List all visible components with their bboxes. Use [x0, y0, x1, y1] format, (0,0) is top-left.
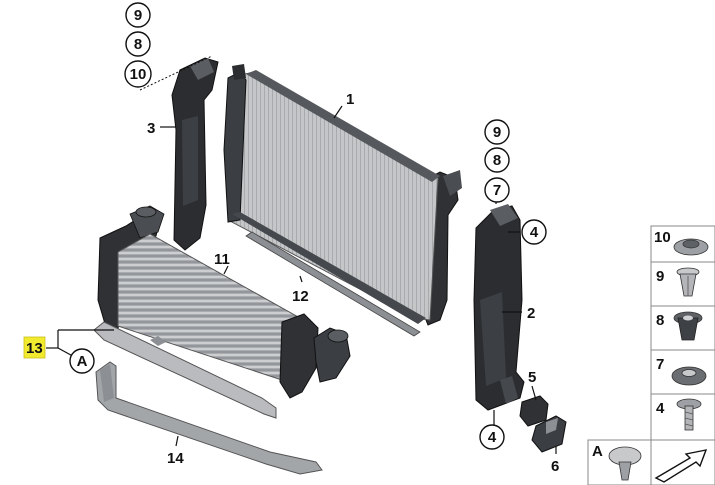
legend-label-4: 4 — [656, 400, 665, 417]
hex-screw-icon — [676, 398, 702, 431]
callout-2: 2 — [527, 305, 535, 322]
legend-label-7: 7 — [656, 356, 664, 373]
callout-3: 3 — [147, 120, 155, 137]
callout-right-4-top: 4 — [530, 224, 539, 241]
callout-left-10: 10 — [130, 66, 147, 83]
lower-bracket — [93, 321, 277, 419]
air-duct-right — [473, 204, 525, 411]
callout-left-8: 8 — [134, 36, 142, 53]
rubber-mount — [519, 395, 549, 427]
callout-14: 14 — [167, 450, 184, 467]
air-duct-left — [139, 55, 219, 251]
callout-right-8: 8 — [493, 152, 501, 169]
svg-text:13: 13 — [26, 340, 43, 357]
callout-13: 13 — [23, 336, 46, 359]
radiator — [223, 64, 462, 326]
bracket-mount — [531, 415, 567, 453]
reference-a-box: A — [587, 439, 715, 485]
legend-label-9: 9 — [656, 268, 664, 285]
expanding-rivet-icon — [676, 267, 700, 297]
callout-a: A — [77, 353, 88, 370]
callout-5: 5 — [528, 369, 536, 386]
callout-right-9: 9 — [493, 124, 501, 141]
callout-right-4-bottom: 4 — [488, 429, 497, 446]
lower-frame — [95, 361, 323, 475]
intercooler — [97, 205, 351, 399]
flat-washer-nut-icon — [673, 238, 709, 256]
fastener-legend: 10 9 8 7 4 — [650, 225, 715, 441]
callout-right-7: 7 — [493, 182, 501, 199]
rubber-grommet-icon — [671, 366, 707, 386]
legend-label-10: 10 — [654, 229, 671, 246]
callout-6: 6 — [551, 458, 559, 475]
reference-a-label: A — [592, 443, 603, 460]
callout-11: 11 — [214, 251, 230, 268]
callout-1: 1 — [346, 91, 354, 108]
circled-callouts: 9 8 10 9 8 7 4 4 A — [69, 2, 547, 450]
push-clip-icon — [608, 446, 642, 481]
legend-label-8: 8 — [656, 312, 664, 329]
callout-left-9: 9 — [134, 7, 142, 24]
sealing-strip — [245, 231, 421, 337]
spreading-nut-icon — [673, 311, 703, 341]
direction-arrow-icon — [654, 449, 708, 483]
callout-12: 12 — [292, 288, 309, 305]
